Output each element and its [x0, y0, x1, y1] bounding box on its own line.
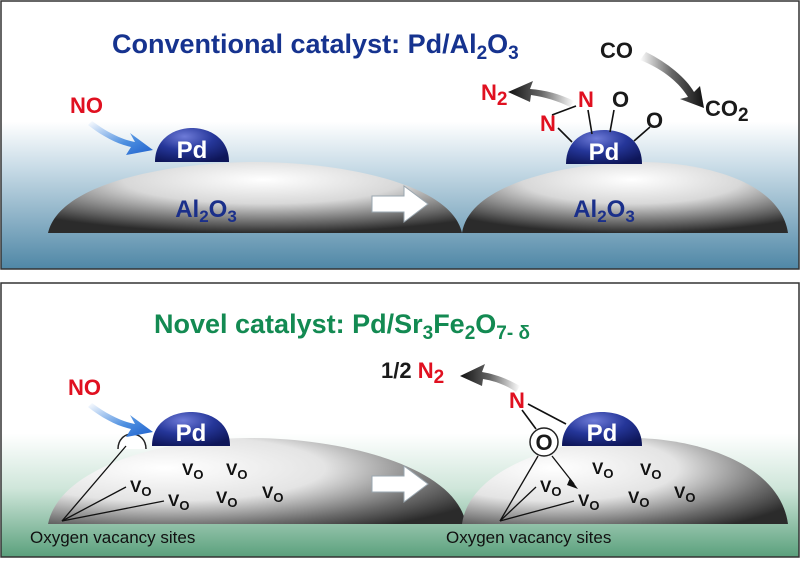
oxide-support-dome	[462, 438, 788, 524]
n2-product: 1/2 N2	[381, 358, 444, 388]
oxygen-atom: O	[535, 430, 552, 455]
pd-particle	[152, 412, 230, 446]
adsorbed-nitrogen: N	[578, 87, 594, 112]
process-arrow	[371, 465, 429, 503]
svg-text:VO: VO	[226, 460, 247, 482]
vacancy-labels: VO VO VO VO VO VO	[130, 460, 283, 513]
vacancy-labels: VO VO VO VO VO VO	[540, 459, 695, 513]
co2-product: CO2	[705, 96, 749, 126]
pd-label: Pd	[176, 420, 207, 447]
panel-title: Novel catalyst: Pd/Sr3Fe2O7- δ	[154, 309, 530, 344]
svg-text:VO: VO	[674, 483, 695, 505]
svg-text:VO: VO	[540, 477, 561, 499]
adsorbed-oxygen: O	[612, 87, 629, 112]
co-molecule: CO	[600, 38, 633, 63]
vacancy-caption: Oxygen vacancy sites	[30, 528, 195, 547]
pd-label: Pd	[177, 137, 208, 164]
support-dome	[462, 162, 788, 233]
adsorbed-nitrogen: N	[540, 111, 556, 136]
svg-text:VO: VO	[168, 491, 189, 513]
support-dome	[48, 162, 462, 233]
n2-release-arrow	[508, 81, 574, 107]
support-label: Al2O3	[573, 196, 635, 226]
svg-text:VO: VO	[578, 491, 599, 513]
pd-particle	[562, 412, 642, 446]
no-molecule: NO	[68, 375, 101, 400]
pd-label: Pd	[589, 139, 620, 166]
vacancy-caption: Oxygen vacancy sites	[446, 528, 611, 547]
vacancy-pointers	[499, 455, 575, 522]
incoming-arrow	[88, 121, 153, 155]
oxygen-migration-arrow	[551, 455, 578, 489]
svg-text:VO: VO	[592, 459, 613, 481]
no-molecule: NO	[70, 93, 103, 118]
adsorbed-oxygen: O	[646, 108, 663, 133]
conventional-panel: Conventional catalyst: Pd/Al2O3 Pd Al2O3…	[0, 0, 800, 270]
n2-release-arrow	[460, 364, 520, 392]
incoming-arrow	[88, 403, 153, 437]
pd-particle	[155, 128, 229, 162]
svg-text:VO: VO	[640, 460, 661, 482]
process-arrow	[371, 185, 429, 223]
n2-product: N2	[481, 80, 507, 110]
svg-text:VO: VO	[216, 488, 237, 510]
novel-panel: Novel catalyst: Pd/Sr3Fe2O7- δ Pd NO VO …	[0, 282, 800, 558]
svg-text:VO: VO	[628, 488, 649, 510]
pd-particle	[566, 130, 642, 164]
svg-text:VO: VO	[130, 477, 151, 499]
surface-bonds	[551, 105, 651, 143]
oxide-support-dome	[48, 438, 466, 524]
vacancy-oxygen	[529, 427, 559, 457]
co-oxidation-arrow	[640, 52, 704, 108]
svg-text:VO: VO	[262, 483, 283, 505]
vacancy-pointers	[61, 445, 165, 522]
pd-label: Pd	[587, 420, 618, 447]
svg-text:VO: VO	[182, 460, 203, 482]
support-label: Al2O3	[175, 196, 237, 226]
nitrogen-atom: N	[509, 388, 525, 413]
panel-title: Conventional catalyst: Pd/Al2O3	[112, 29, 519, 64]
n-o-bonds	[521, 403, 567, 430]
